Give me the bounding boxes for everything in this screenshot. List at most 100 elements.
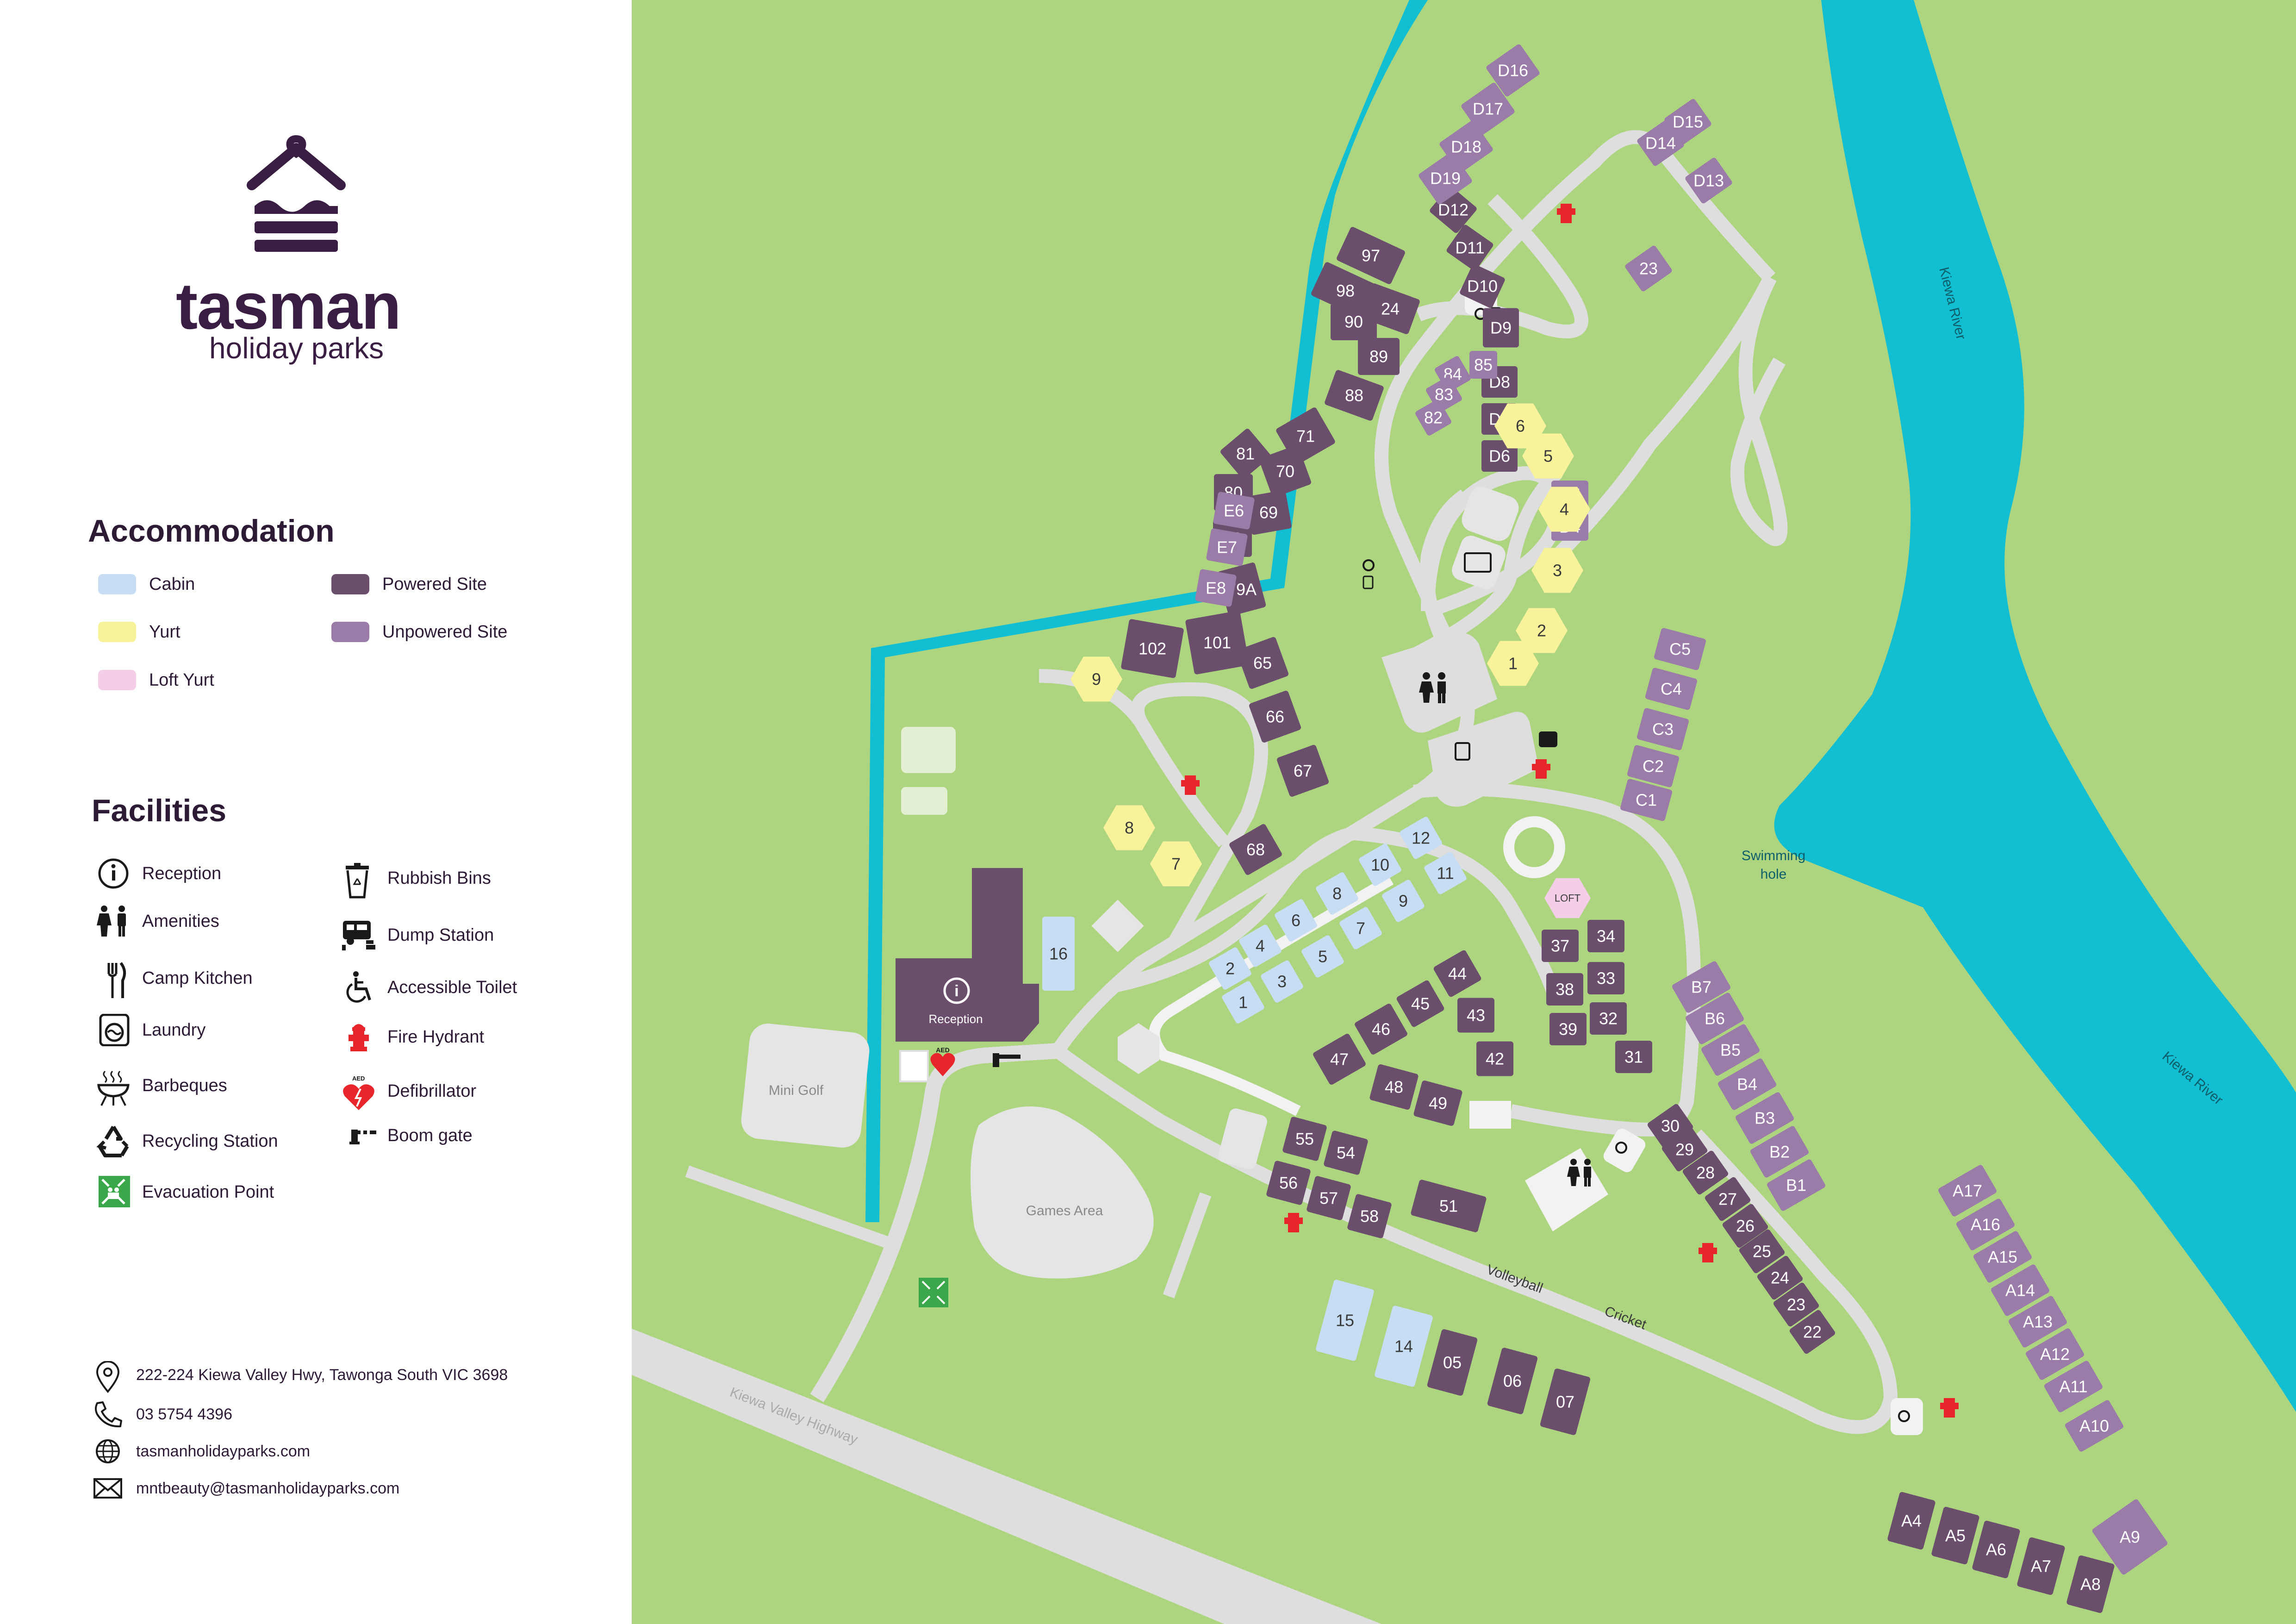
powered-site-37[interactable]: 37 [1542, 930, 1579, 962]
powered-site-89[interactable]: 89 [1358, 338, 1400, 375]
cabin-site-7[interactable]: 7 [1338, 906, 1383, 950]
powered-site-23[interactable]: 23 [1773, 1281, 1820, 1327]
powered-site-32[interactable]: 32 [1590, 1002, 1627, 1035]
powered-site-33[interactable]: 33 [1587, 962, 1624, 994]
unpowered-site-C5[interactable]: C5 [1654, 627, 1707, 670]
cabin-site-5[interactable]: 5 [1300, 934, 1345, 979]
unpowered-site-C1[interactable]: C1 [1620, 778, 1673, 821]
powered-site-A7[interactable]: A7 [2016, 1537, 2066, 1596]
powered-site-68[interactable]: 68 [1228, 823, 1283, 876]
loft-LOFT[interactable]: LOFT [1544, 878, 1591, 918]
powered-site-46[interactable]: 46 [1354, 1003, 1408, 1056]
unpowered-site-A15[interactable]: A15 [1972, 1230, 2033, 1284]
yurt-5[interactable]: 5 [1522, 433, 1574, 479]
powered-site-69[interactable]: 69 [1245, 490, 1292, 535]
yurt-7[interactable]: 7 [1150, 841, 1202, 887]
powered-site-88[interactable]: 88 [1324, 369, 1385, 422]
powered-site-D10[interactable]: D10 [1459, 263, 1506, 309]
cabin-site-14[interactable]: 14 [1374, 1305, 1433, 1387]
cabin-site-15[interactable]: 15 [1315, 1279, 1375, 1362]
unpowered-site-C3[interactable]: C3 [1636, 707, 1690, 750]
powered-site-06[interactable]: 06 [1487, 1347, 1538, 1415]
unpowered-site-B4[interactable]: B4 [1717, 1057, 1777, 1111]
contact-phone[interactable]: 03 5754 4396 [92, 1400, 232, 1428]
contact-website[interactable]: tasmanholidayparks.com [92, 1437, 310, 1465]
powered-site-25[interactable]: 25 [1738, 1228, 1786, 1274]
cabin-site-4[interactable]: 4 [1238, 924, 1282, 968]
unpowered-site-B5[interactable]: B5 [1700, 1023, 1761, 1077]
unpowered-site-A14[interactable]: A14 [1990, 1263, 2050, 1317]
powered-site-27[interactable]: 27 [1704, 1176, 1752, 1222]
cabin-site-11[interactable]: 11 [1423, 851, 1468, 895]
powered-site-28[interactable]: 28 [1682, 1149, 1730, 1195]
unpowered-site-D13[interactable]: D13 [1684, 156, 1734, 205]
cabin-site-12[interactable]: 12 [1399, 816, 1443, 860]
powered-site-90[interactable]: 90 [1331, 303, 1377, 340]
cabin-site-10[interactable]: 10 [1358, 843, 1402, 887]
unpowered-site-D14[interactable]: D14 [1636, 119, 1686, 167]
powered-site-97[interactable]: 97 [1336, 226, 1406, 285]
powered-site-45[interactable]: 45 [1396, 980, 1445, 1028]
unpowered-site-D19[interactable]: D19 [1418, 151, 1473, 205]
powered-site-101[interactable]: 101 [1185, 610, 1249, 675]
unpowered-site-23[interactable]: 23 [1624, 244, 1673, 292]
yurt-1[interactable]: 1 [1487, 641, 1539, 686]
unpowered-site-B2[interactable]: B2 [1749, 1125, 1810, 1179]
unpowered-site-85[interactable]: 85 [1469, 351, 1497, 379]
powered-site-D11[interactable]: D11 [1445, 224, 1494, 272]
unpowered-site-D17[interactable]: D17 [1460, 81, 1516, 136]
powered-site-22[interactable]: 22 [1789, 1309, 1836, 1355]
yurt-3[interactable]: 3 [1531, 548, 1583, 593]
cabin-site-1[interactable]: 1 [1221, 980, 1265, 1024]
powered-site-A4[interactable]: A4 [1887, 1492, 1936, 1550]
powered-site-66[interactable]: 66 [1248, 690, 1301, 743]
powered-site-42[interactable]: 42 [1476, 1041, 1513, 1076]
powered-site-56[interactable]: 56 [1266, 1160, 1311, 1206]
powered-site-81[interactable]: 81 [1220, 428, 1272, 480]
unpowered-site-A17[interactable]: A17 [1937, 1164, 1997, 1218]
powered-site-43[interactable]: 43 [1457, 998, 1494, 1033]
powered-site-30[interactable]: 30 [1647, 1103, 1694, 1149]
yurt-4[interactable]: 4 [1538, 487, 1590, 532]
cabin-site-3[interactable]: 3 [1260, 959, 1304, 1004]
unpowered-site-B7[interactable]: B7 [1671, 960, 1731, 1014]
powered-site-49[interactable]: 49 [1413, 1080, 1463, 1127]
powered-site-48[interactable]: 48 [1369, 1064, 1419, 1111]
unpowered-site-E6[interactable]: E6 [1213, 492, 1255, 530]
powered-site-A6[interactable]: A6 [1972, 1520, 2021, 1579]
contact-email[interactable]: mntbeauty@tasmanholidayparks.com [92, 1474, 399, 1502]
unpowered-site-82[interactable]: 82 [1414, 399, 1452, 437]
yurt-8[interactable]: 8 [1103, 805, 1155, 850]
powered-site-07[interactable]: 07 [1540, 1368, 1591, 1436]
unpowered-site-A16[interactable]: A16 [1955, 1198, 2016, 1251]
powered-site-A8[interactable]: A8 [2066, 1555, 2115, 1614]
unpowered-site-A11[interactable]: A11 [2043, 1360, 2103, 1413]
powered-site-70[interactable]: 70 [1258, 444, 1312, 498]
unpowered-site-A13[interactable]: A13 [2008, 1295, 2068, 1349]
powered-site-102[interactable]: 102 [1120, 618, 1184, 678]
powered-site-D9[interactable]: D9 [1483, 308, 1519, 348]
cabin-site-16[interactable]: 16 [1042, 917, 1075, 991]
cabin-site-6[interactable]: 6 [1274, 898, 1318, 943]
powered-site-57[interactable]: 57 [1306, 1175, 1351, 1221]
cabin-site-9[interactable]: 9 [1381, 879, 1425, 923]
defibrillator-marker[interactable]: AED [930, 1046, 955, 1076]
powered-site-58[interactable]: 58 [1347, 1193, 1392, 1239]
powered-site-38[interactable]: 38 [1546, 973, 1583, 1006]
powered-site-24[interactable]: 24 [1756, 1255, 1804, 1300]
unpowered-site-B6[interactable]: B6 [1685, 992, 1745, 1045]
powered-site-55[interactable]: 55 [1282, 1116, 1327, 1162]
unpowered-site-B1[interactable]: B1 [1766, 1158, 1826, 1212]
unpowered-site-A9[interactable]: A9 [2091, 1498, 2168, 1575]
yurt-9[interactable]: 9 [1070, 656, 1122, 702]
powered-site-26[interactable]: 26 [1722, 1203, 1769, 1249]
unpowered-site-C4[interactable]: C4 [1645, 667, 1698, 710]
cabin-site-2[interactable]: 2 [1208, 946, 1252, 991]
unpowered-site-D16[interactable]: D16 [1485, 43, 1541, 97]
powered-site-51[interactable]: 51 [1410, 1179, 1487, 1233]
powered-site-A5[interactable]: A5 [1931, 1506, 1980, 1565]
powered-site-54[interactable]: 54 [1323, 1130, 1369, 1175]
powered-site-05[interactable]: 05 [1427, 1329, 1478, 1396]
powered-site-65[interactable]: 65 [1236, 636, 1289, 689]
powered-site-29[interactable]: 29 [1661, 1126, 1709, 1172]
